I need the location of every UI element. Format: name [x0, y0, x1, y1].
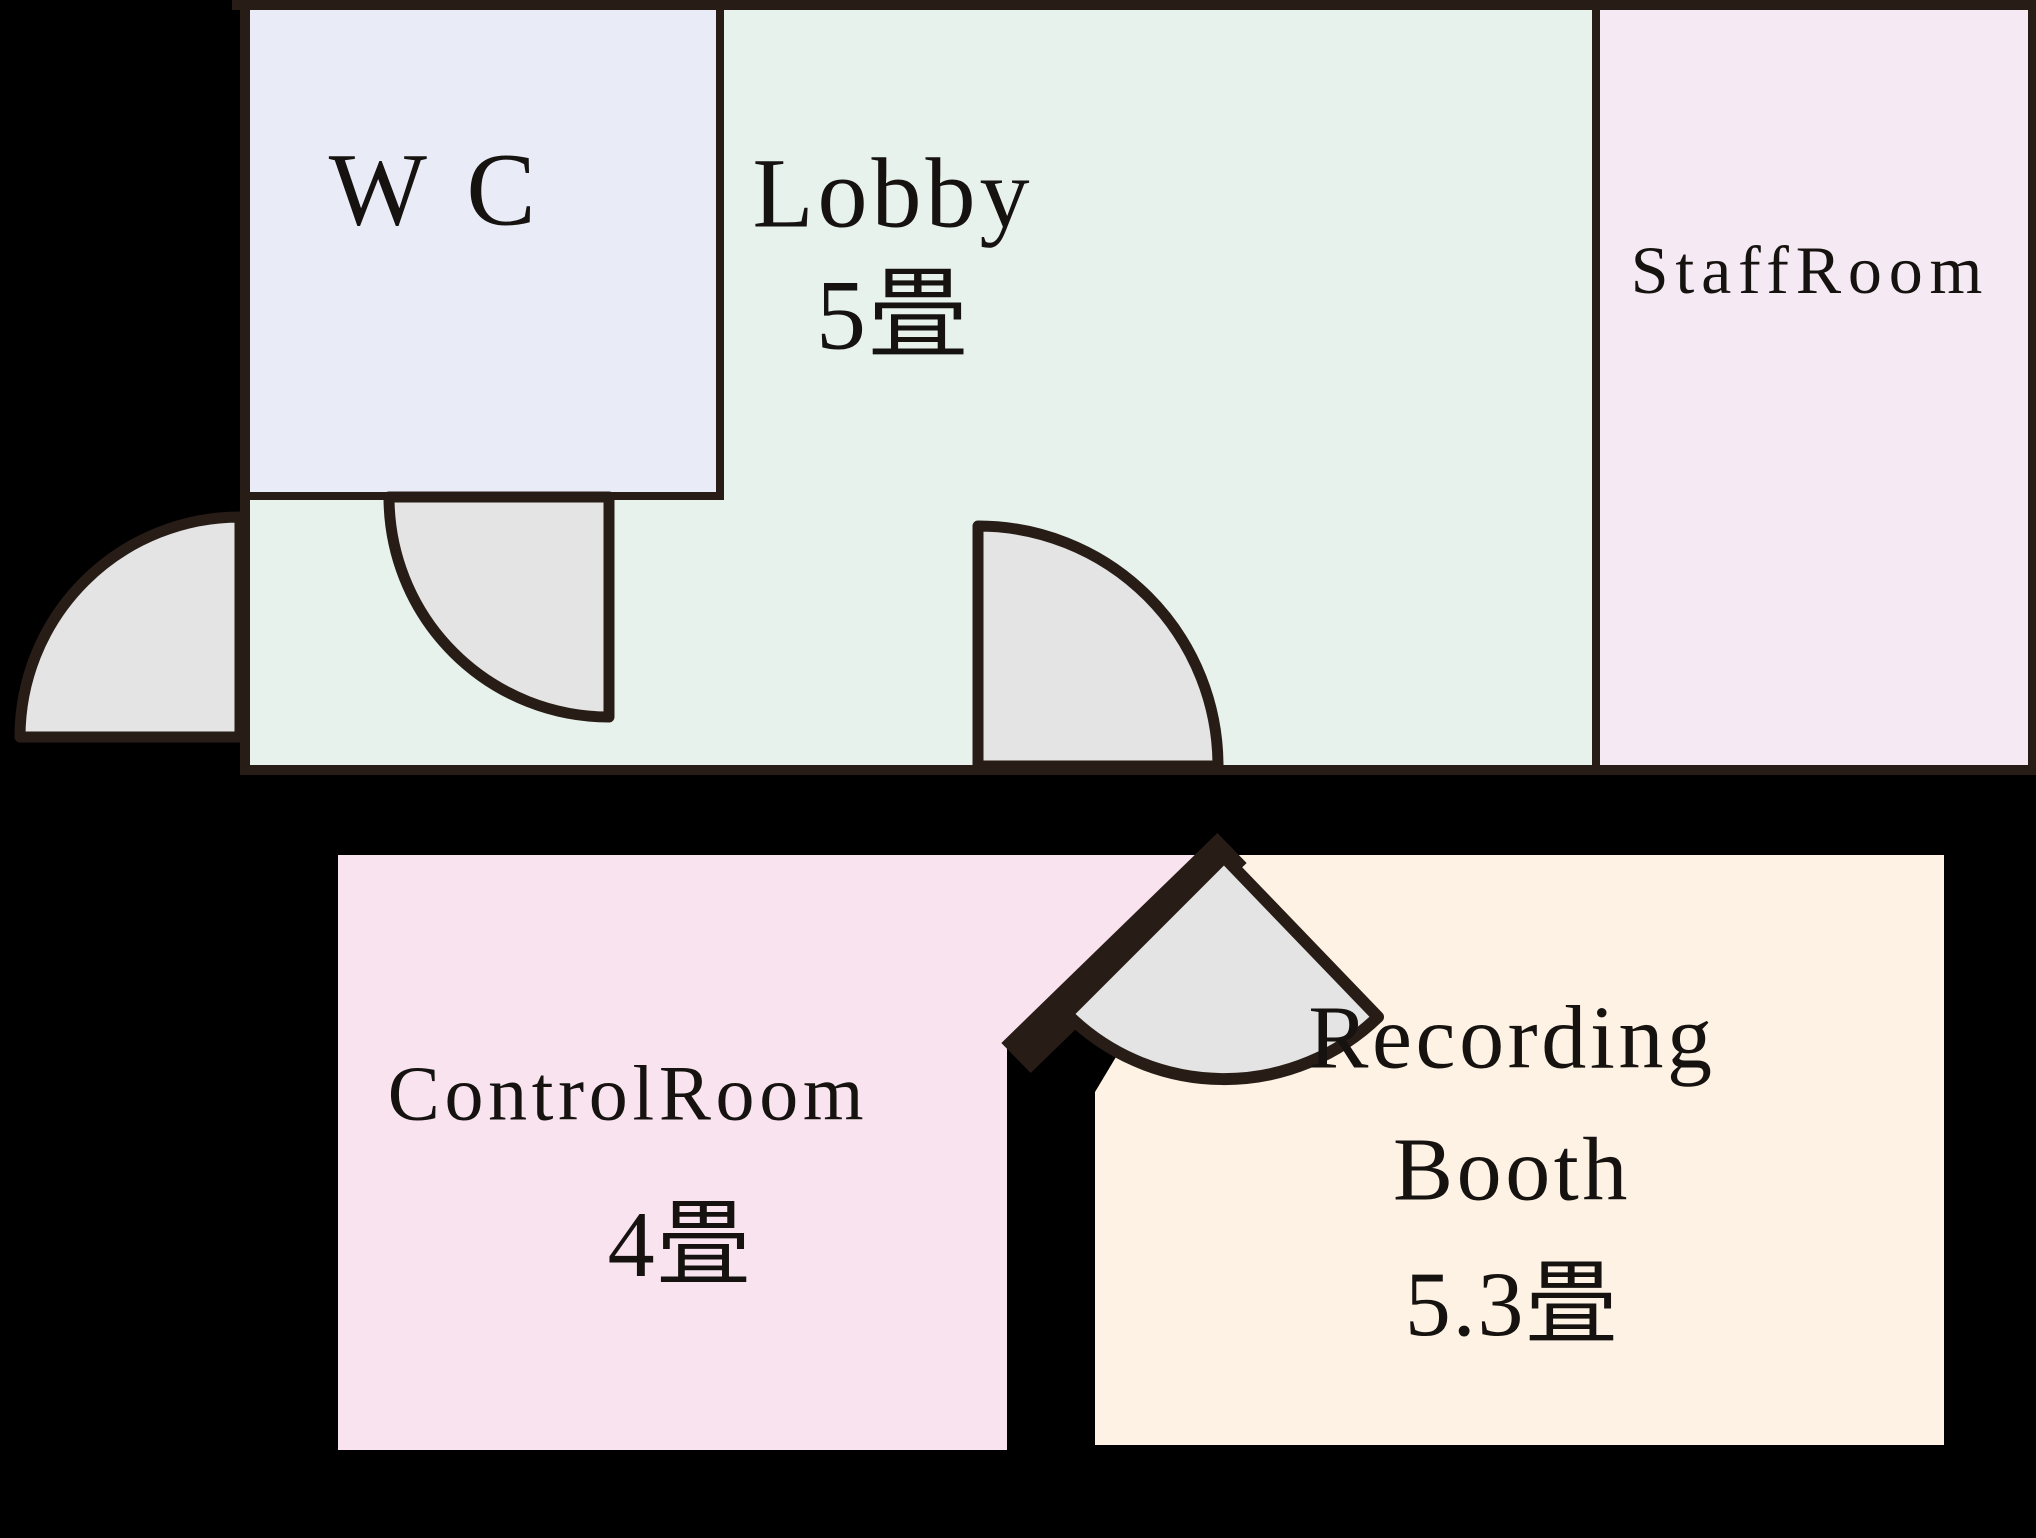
lobby-area-label: 5畳 [816, 260, 970, 371]
control-room-area-label: 4畳 [608, 1193, 753, 1297]
wall-lobby-staffroom [1592, 0, 1600, 775]
control-room-label: ControlRoom [388, 1050, 869, 1137]
wc-label: WC [329, 133, 576, 248]
recording-booth-label-line1: Recording [1308, 989, 1715, 1088]
entrance-door-arc [14, 511, 246, 743]
lobby-label: Lobby [752, 138, 1033, 249]
control-room-floor [338, 855, 1213, 1450]
recording-booth-area-label: 5.3畳 [1405, 1253, 1619, 1355]
staff-room-floor [1600, 10, 2028, 765]
recording-booth-door-arc [1061, 851, 1384, 1086]
wall-top [232, 0, 2036, 10]
staff-room-label: StaffRoom [1631, 232, 1989, 308]
wall-left [240, 0, 250, 775]
wc-room-floor [250, 10, 716, 492]
wall-wc-right [716, 10, 724, 500]
wc-door-arc [383, 491, 615, 723]
lobby-door-arc [972, 520, 1224, 772]
wall-staffroom-right [2028, 0, 2036, 775]
recording-booth-label-line2: Booth [1393, 1121, 1631, 1220]
